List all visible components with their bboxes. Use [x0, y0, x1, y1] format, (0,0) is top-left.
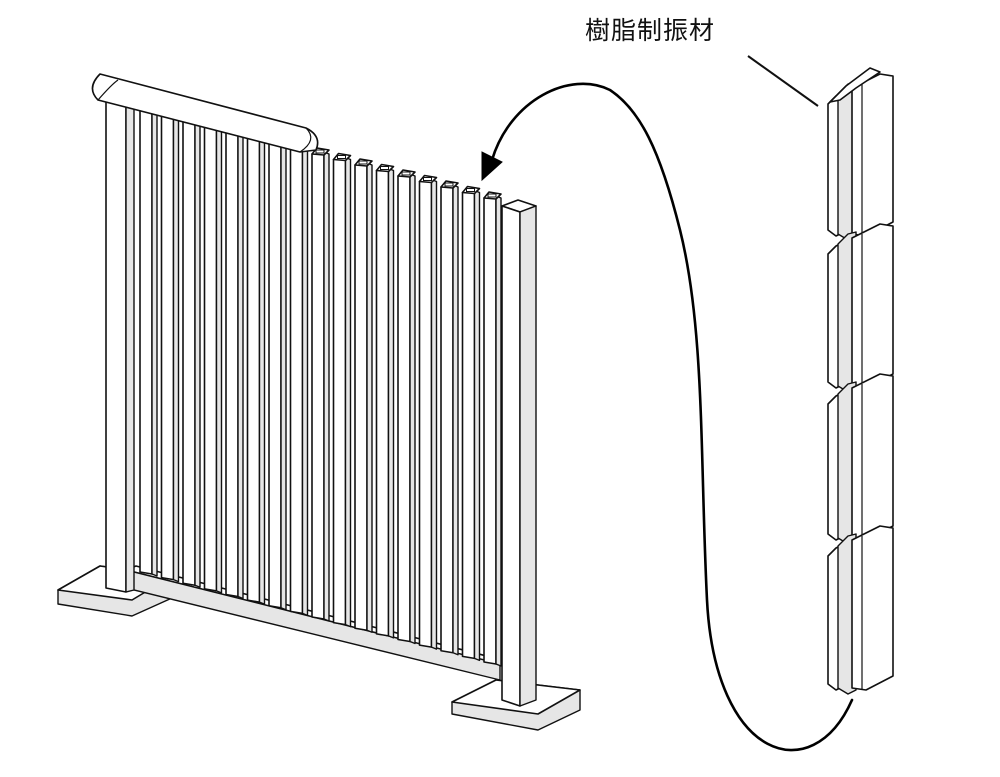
resin-damper-material: [827, 67, 894, 695]
fence-slat: [440, 180, 459, 656]
label-leader-line: [747, 55, 819, 107]
fence-slat: [311, 147, 330, 622]
top-cap-rail: [91, 73, 319, 153]
vertical-slats: [139, 107, 502, 667]
damper-piece: [827, 67, 894, 241]
damper-piece: [827, 525, 894, 695]
fence-slat: [139, 107, 158, 577]
fence-slat: [461, 185, 481, 662]
fence-slat: [182, 118, 201, 588]
fence-slat: [332, 152, 352, 628]
arrow-head: [481, 151, 503, 182]
fence-slat: [289, 145, 309, 617]
fence-slat: [418, 174, 438, 650]
damper-piece: [827, 223, 894, 393]
damper-piece: [827, 373, 894, 545]
fence-slat: [397, 169, 416, 645]
fence-slat: [268, 140, 287, 611]
fence-slat: [203, 123, 223, 594]
damper-material-label: 樹脂制振材: [585, 16, 716, 45]
fence-slat: [225, 129, 244, 600]
left-post: [105, 95, 135, 593]
fence-slat: [483, 191, 502, 667]
fence-slat: [375, 163, 395, 639]
fence-slat: [354, 158, 373, 633]
fence-slat: [246, 134, 266, 605]
right-post: [501, 199, 537, 707]
fence-slat: [160, 112, 180, 583]
callout-arrow: [481, 82, 854, 752]
